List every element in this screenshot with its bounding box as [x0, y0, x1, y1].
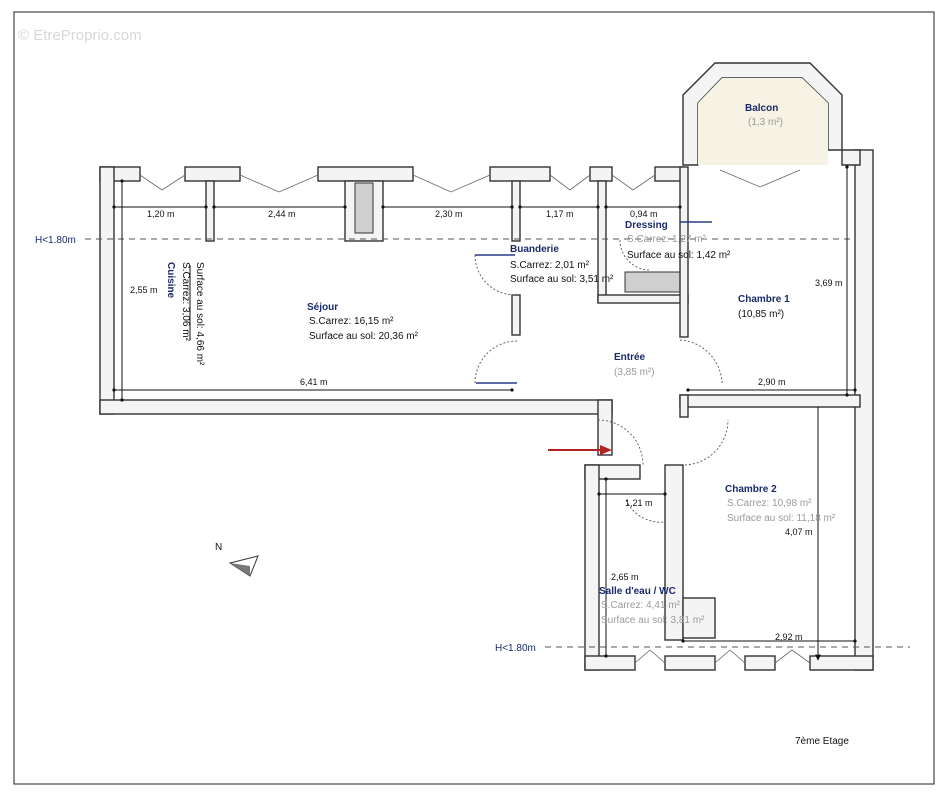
dim-label: 1,20 m [147, 209, 175, 219]
watermark: © EtreProprio.com [18, 27, 142, 44]
dim-label: 3,69 m [815, 278, 843, 288]
room-sol: Surface au sol: 3,51 m² [510, 274, 614, 285]
room-carrez: S.Carrez: 16,15 m² [309, 316, 394, 327]
room-name: Séjour [307, 302, 338, 313]
room-carrez: S.Carrez: 2,01 m² [510, 260, 590, 271]
dim-label: 2,55 m [130, 285, 158, 295]
dim-label: 1,21 m [625, 498, 653, 508]
room-name: Salle d'eau / WC [599, 586, 676, 597]
room-carrez: S.Carrez: 10,98 m² [727, 498, 812, 509]
room-buanderie: Buanderie S.Carrez: 2,01 m² Surface au s… [510, 244, 614, 285]
room-name: Entrée [614, 352, 646, 363]
room-sol: Surface au sol: 4,66 m² [194, 262, 205, 366]
dim-label: 2,65 m [611, 572, 639, 582]
dim-label: 2,92 m [775, 632, 803, 642]
room-name: Buanderie [510, 244, 559, 255]
dim-label: 6,41 m [300, 377, 328, 387]
floor-label: 7ème Etage [795, 736, 849, 747]
room-cuisine: Cuisine S.Carrez: 3,06 m² Surface au sol… [165, 262, 205, 366]
dim-label: 2,44 m [268, 209, 296, 219]
room-entree: Entrée (3,85 m²) [614, 352, 655, 378]
room-sol: Surface au sol: 1,42 m² [627, 250, 731, 261]
room-balcon: Balcon (1,3 m²) [745, 103, 783, 128]
height-marker-bottom: H<1.80m [495, 643, 536, 654]
frame-border [13, 11, 935, 785]
room-chambre-2: Chambre 2 S.Carrez: 10,98 m² Surface au … [725, 484, 836, 524]
dim-label: 1,17 m [546, 209, 574, 219]
dim-label: 4,07 m [785, 527, 813, 537]
dim-label: 0,94 m [630, 209, 658, 219]
room-area: (10,85 m²) [738, 309, 784, 320]
room-name: Cuisine [165, 262, 176, 299]
entrance-arrow-icon [548, 445, 612, 455]
room-carrez: S.Carrez: 4,41 m² [601, 600, 681, 611]
room-name: Dressing [625, 220, 668, 231]
room-carrez: S.Carrez: 3,06 m² [180, 262, 191, 342]
dim-label: 2,30 m [435, 209, 463, 219]
compass-icon: N [215, 542, 259, 577]
height-marker-top: H<1.80m [35, 235, 76, 246]
room-dressing: Dressing S.Carrez: 1,27 m² Surface au so… [625, 220, 731, 261]
room-sol: Surface au sol: 11,18 m² [727, 513, 836, 524]
room-name: Chambre 2 [725, 484, 777, 495]
walls [99, 62, 874, 671]
room-chambre-1: Chambre 1 (10,85 m²) [738, 294, 790, 320]
room-sol: Surface au sol: 3,81 m² [601, 615, 705, 626]
room-salle-d-eau: Salle d'eau / WC S.Carrez: 4,41 m² Surfa… [599, 586, 705, 626]
room-carrez: S.Carrez: 1,27 m² [627, 234, 707, 245]
windows [139, 169, 811, 664]
dim-label: 2,90 m [758, 377, 786, 387]
room-area: (1,3 m²) [748, 117, 783, 128]
room-area: (3,85 m²) [614, 367, 655, 378]
door-swings [474, 221, 729, 523]
dimension-labels: 1,20 m 2,44 m 2,30 m 1,17 m 0,94 m 2,55 … [130, 209, 843, 642]
room-name: Chambre 1 [738, 294, 790, 305]
room-sejour: Séjour S.Carrez: 16,15 m² Surface au sol… [307, 302, 419, 342]
room-sol: Surface au sol: 20,36 m² [309, 331, 419, 342]
dimension-lines [112, 165, 857, 661]
room-name: Balcon [745, 103, 778, 114]
compass-label: N [215, 542, 222, 553]
